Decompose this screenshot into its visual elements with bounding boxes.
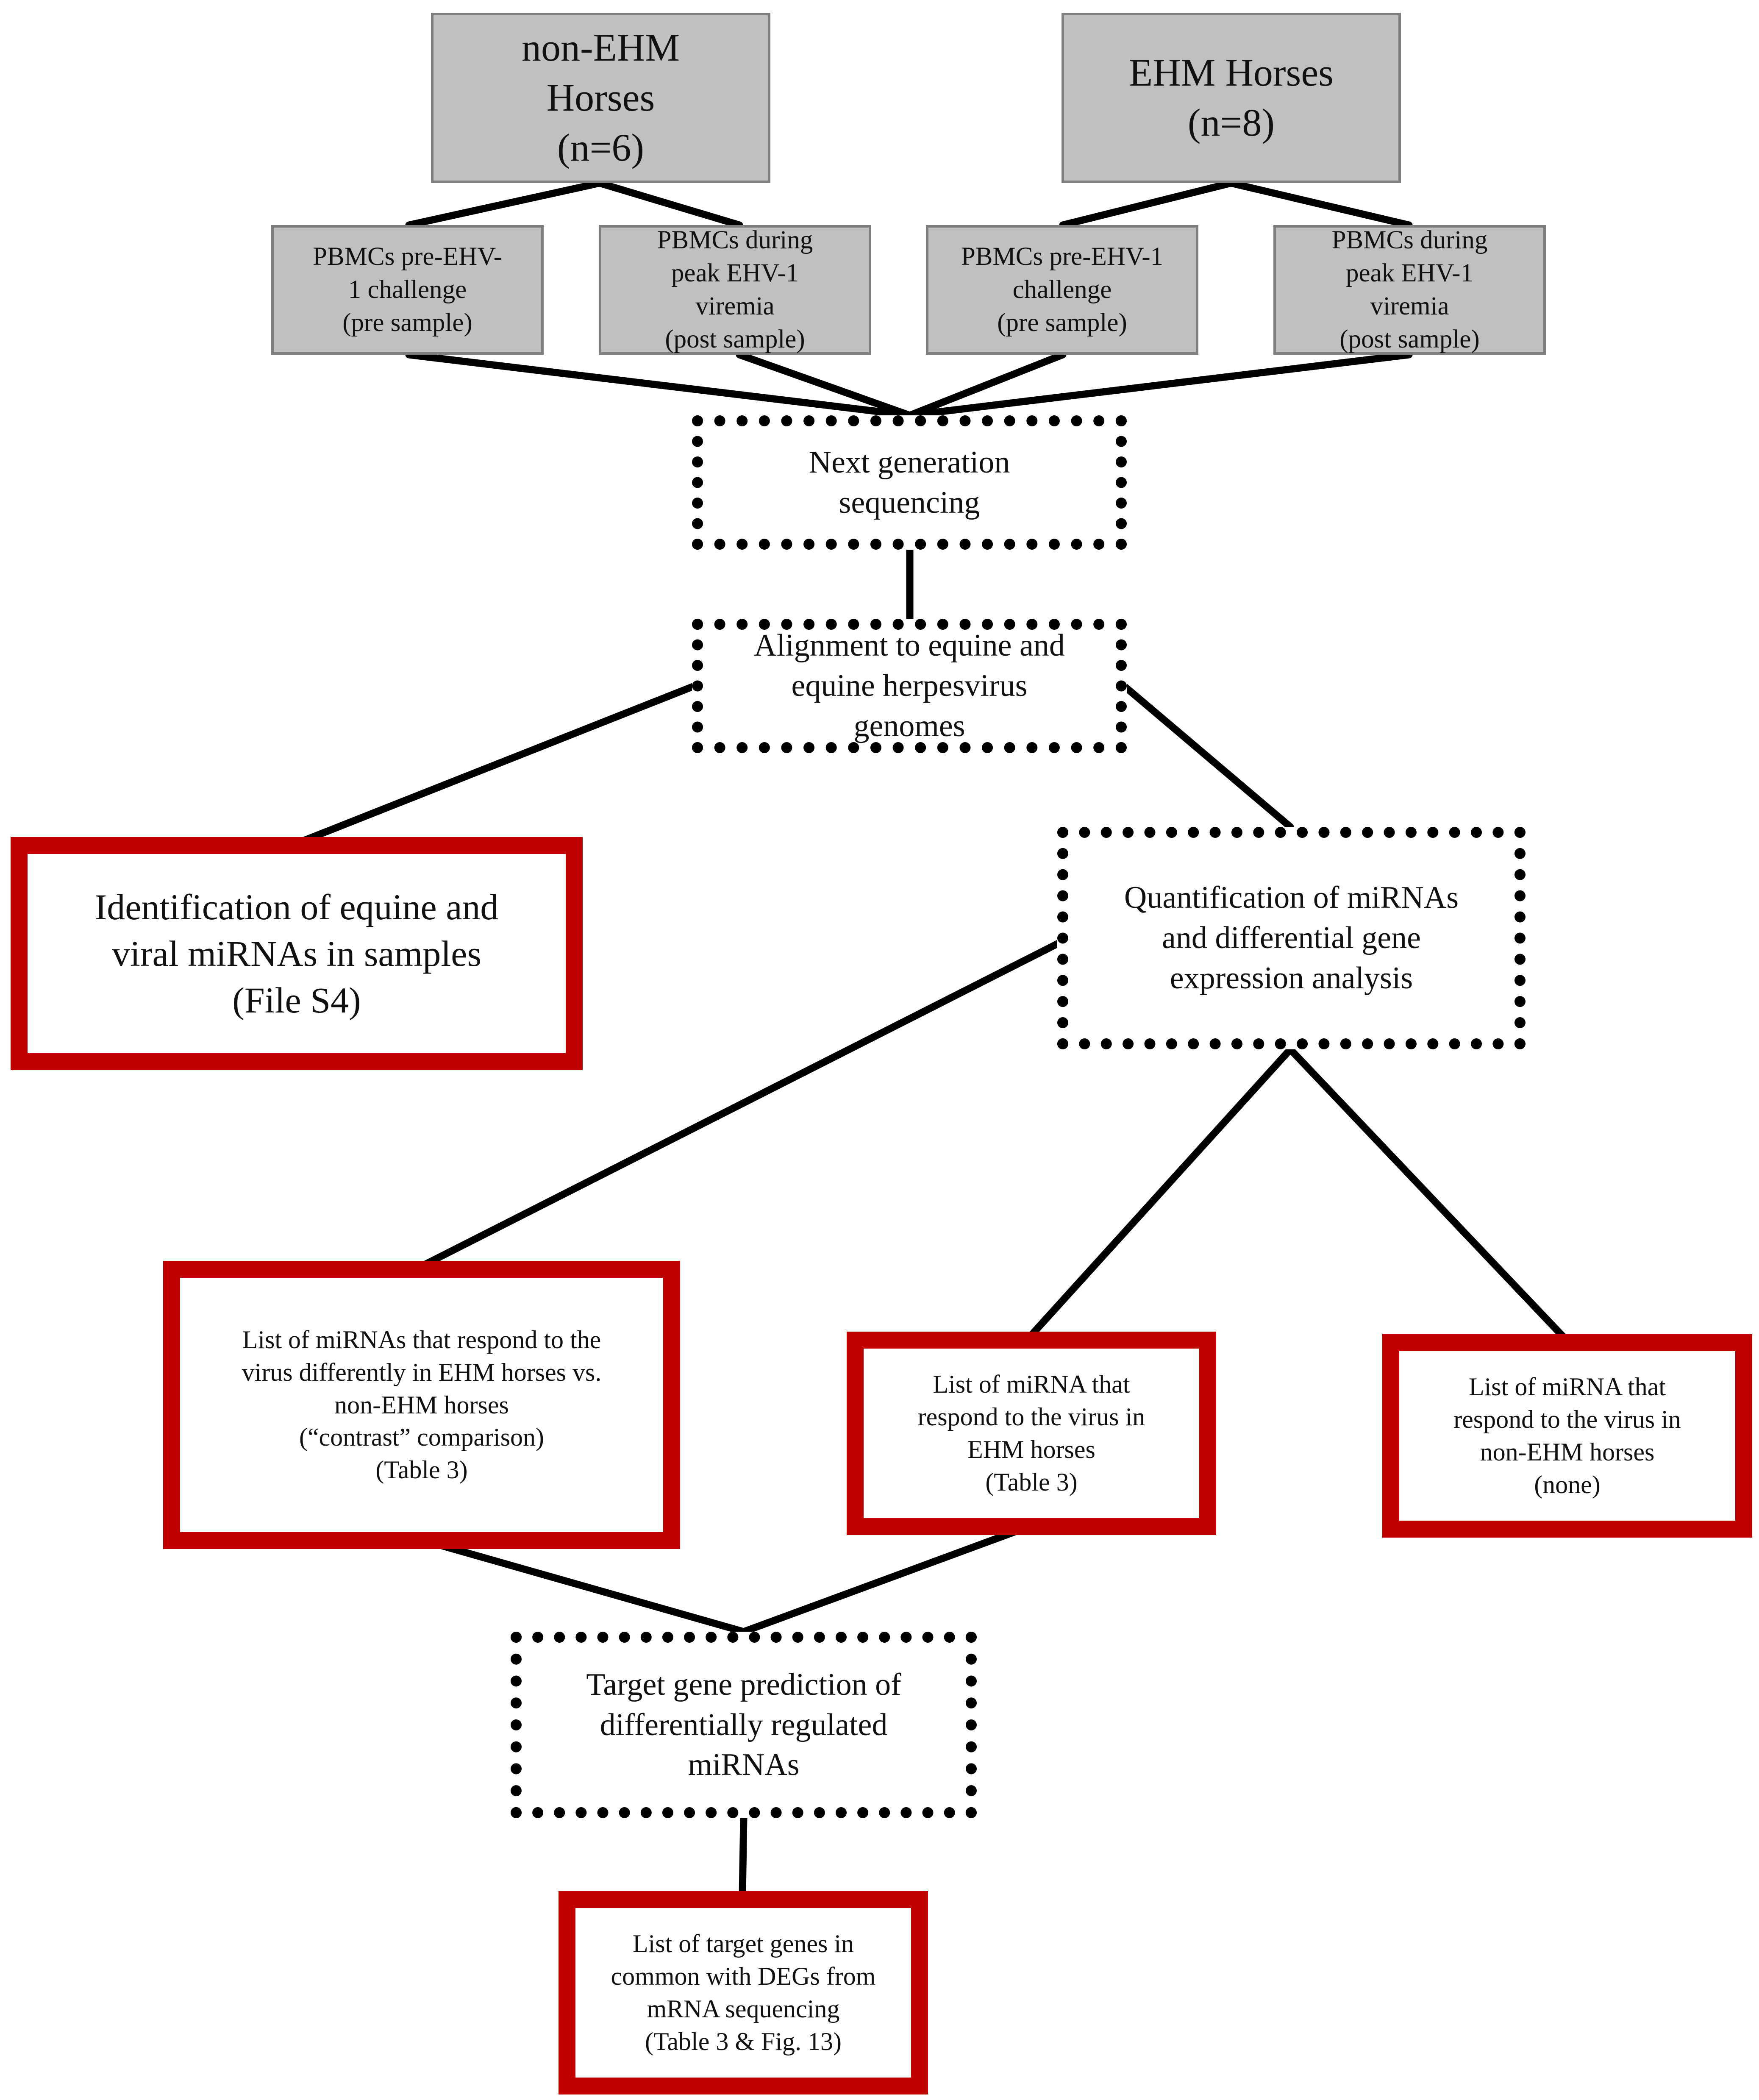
non-ehm-horses-label: non-EHM Horses (n=6) [521,26,680,169]
target-genes-output-label: List of target genes in common with DEGs… [611,1930,876,2055]
connector-ehm-list-to-target-prediction [740,1522,1035,1635]
ehm-post-sample-label: PBMCs during peak EHV-1 viremia (post sa… [1331,225,1488,354]
target-genes-output-box: List of target genes in common with DEGs… [559,1891,928,2094]
alignment-box: Alignment to equine and equine herpesvir… [692,619,1127,753]
non-ehm-horses-box: non-EHM Horses (n=6) [431,13,770,183]
connector-nonehm-to-post [596,179,743,229]
quantification-label: Quantification of miRNAs and differentia… [1124,880,1459,996]
contrast-output-box: List of miRNAs that respond to the virus… [163,1261,680,1549]
connector-nonehm-to-pre [405,179,603,229]
connector-target-prediction-to-target-genes [739,1814,748,1898]
connector-quantification-to-nonehm-list [1287,1046,1567,1341]
ehm-post-sample-box: PBMCs during peak EHV-1 viremia (post sa… [1273,225,1546,355]
identification-output-label: Identification of equine and viral miRNA… [94,886,499,1021]
connector-alignment-to-identification [293,682,699,847]
alignment-label: Alignment to equine and equine herpesvir… [754,628,1065,743]
non-ehm-pre-sample-box: PBMCs pre-EHV- 1 challenge (pre sample) [271,225,544,355]
ehm-horses-label: EHM Horses (n=8) [1129,51,1334,144]
connector-sample1-to-ngs [405,351,914,419]
quantification-box: Quantification of miRNAs and differentia… [1057,827,1526,1049]
connector-sample2-to-ngs [736,351,914,419]
connector-contrast-to-target-prediction [420,1537,748,1635]
non-ehm-post-sample-box: PBMCs during peak EHV-1 viremia (post sa… [599,225,871,355]
non-ehm-post-sample-label: PBMCs during peak EHV-1 viremia (post sa… [657,225,813,354]
ehm-horses-box: EHM Horses (n=8) [1062,13,1401,183]
identification-output-box: Identification of equine and viral miRNA… [11,837,583,1070]
contrast-output-label: List of miRNAs that respond to the virus… [242,1326,602,1484]
ehm-pre-sample-label: PBMCs pre-EHV-1 challenge (pre sample) [961,242,1164,337]
target-prediction-label: Target gene prediction of differentially… [586,1667,901,1783]
connector-sample3-to-ngs [906,351,1067,419]
next-generation-sequencing-box: Next generation sequencing [692,415,1127,550]
connector-ehm-to-pre [1059,179,1235,229]
ehm-list-output-label: List of miRNA that respond to the virus … [917,1370,1145,1496]
connector-sample4-to-ngs [906,351,1413,419]
target-prediction-box: Target gene prediction of differentially… [511,1632,977,1818]
connector-quantification-to-ehm-list [1028,1046,1294,1339]
ehm-list-output-box: List of miRNA that respond to the virus … [847,1332,1216,1535]
connector-quantification-to-contrast [420,938,1065,1269]
non-ehm-list-output-label: List of miRNA that respond to the virus … [1453,1373,1681,1499]
ehm-pre-sample-box: PBMCs pre-EHV-1 challenge (pre sample) [926,225,1198,355]
connector-alignment-to-quantification [1120,682,1294,831]
connector-ehm-to-post [1227,179,1413,229]
non-ehm-list-output-box: List of miRNA that respond to the virus … [1382,1334,1752,1538]
next-generation-sequencing-label: Next generation sequencing [809,445,1010,520]
non-ehm-pre-sample-label: PBMCs pre-EHV- 1 challenge (pre sample) [313,242,502,337]
